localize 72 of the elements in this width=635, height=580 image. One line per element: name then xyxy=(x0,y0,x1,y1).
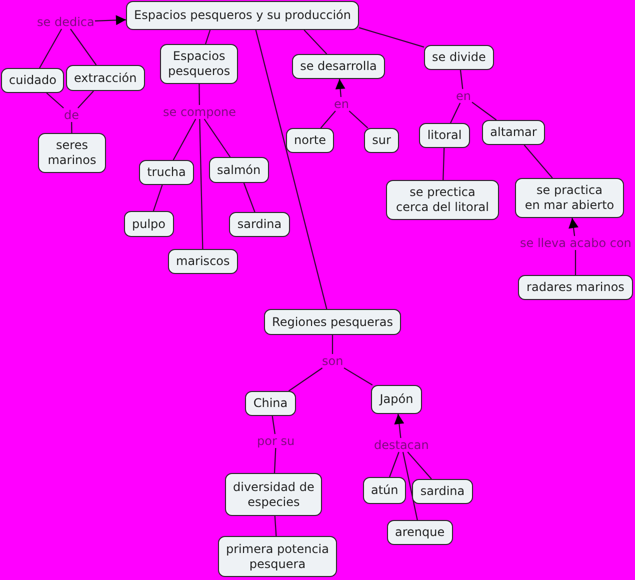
connector-line xyxy=(272,416,276,434)
concept-node: sardina xyxy=(229,212,290,237)
concept-node: norte xyxy=(286,128,334,153)
concept-node: trucha xyxy=(139,160,194,185)
concept-node: primera potencia pesquera xyxy=(218,536,337,577)
concept-node: mariscos xyxy=(168,249,238,274)
linking-phrase: en xyxy=(455,89,472,103)
connector-line xyxy=(332,335,334,354)
connector-line xyxy=(205,30,211,44)
concept-node: se prectica cerca del litoral xyxy=(386,180,499,220)
concept-node: se desarrolla xyxy=(292,54,385,79)
connector-line xyxy=(274,516,277,536)
arrow xyxy=(394,414,404,438)
connector-line xyxy=(402,452,418,520)
arrow xyxy=(335,78,346,98)
concept-node: se practica en mar abierto xyxy=(515,178,624,218)
connector-line xyxy=(199,118,204,250)
concept-node: Espacios pesqueros y su producción xyxy=(126,1,359,30)
linking-phrase: se lleva acabo con xyxy=(519,236,632,250)
linking-phrase: en xyxy=(333,97,350,111)
concept-node: altamar xyxy=(482,120,545,145)
connector-line xyxy=(407,452,432,480)
connector-line xyxy=(574,250,576,275)
connector-line xyxy=(255,30,328,310)
concept-node: Regiones pesqueras xyxy=(264,309,401,335)
concept-node: extracción xyxy=(66,65,145,91)
concept-node: sardina xyxy=(412,479,473,504)
concept-node: pulpo xyxy=(124,211,174,237)
linking-phrase: se compone xyxy=(162,105,238,119)
linking-phrase: por su xyxy=(256,434,296,448)
connector-line xyxy=(442,148,445,180)
connector-line xyxy=(524,144,553,178)
connector-line xyxy=(172,118,196,160)
concept-node: Japón xyxy=(371,385,422,414)
connector-line xyxy=(152,184,163,212)
concept-node: sur xyxy=(364,128,399,153)
connector-line xyxy=(304,30,328,54)
concept-node: China xyxy=(245,391,296,416)
connector-line xyxy=(39,28,62,68)
concept-node: seres marinos xyxy=(38,133,106,173)
connector-line xyxy=(320,110,336,128)
linking-phrase: destacan xyxy=(373,438,430,452)
connector-line xyxy=(389,452,400,478)
concept-node: Espacios pesqueros xyxy=(160,44,238,84)
connector-line xyxy=(288,368,323,392)
concept-node: litoral xyxy=(419,123,470,148)
connector-line xyxy=(358,27,424,48)
connector-line xyxy=(243,182,256,212)
linking-phrase: de xyxy=(63,108,80,122)
connector-line xyxy=(204,118,231,158)
concept-node: arenque xyxy=(387,520,453,545)
concept-node: atún xyxy=(363,477,406,504)
connector-line xyxy=(450,102,461,124)
connector-line xyxy=(344,367,373,386)
connector-line xyxy=(70,28,97,66)
linking-phrase: son xyxy=(321,354,344,368)
concept-node: se divide xyxy=(424,45,494,70)
connector-line xyxy=(348,110,368,128)
concept-node: cuidado xyxy=(1,68,64,93)
linking-phrase: se dedica xyxy=(36,15,96,29)
connector-line xyxy=(71,122,72,133)
connector-line xyxy=(46,92,64,108)
connector-line xyxy=(472,102,497,120)
connector-line xyxy=(274,448,276,474)
concept-node: diversidad de especies xyxy=(225,473,322,516)
arrow xyxy=(568,218,578,236)
connector-line xyxy=(78,90,94,108)
arrow xyxy=(94,15,126,26)
concept-node: radares marinos xyxy=(518,275,633,300)
connector-line xyxy=(460,70,464,90)
connector-line xyxy=(198,84,200,105)
concept-node: salmón xyxy=(209,157,269,183)
